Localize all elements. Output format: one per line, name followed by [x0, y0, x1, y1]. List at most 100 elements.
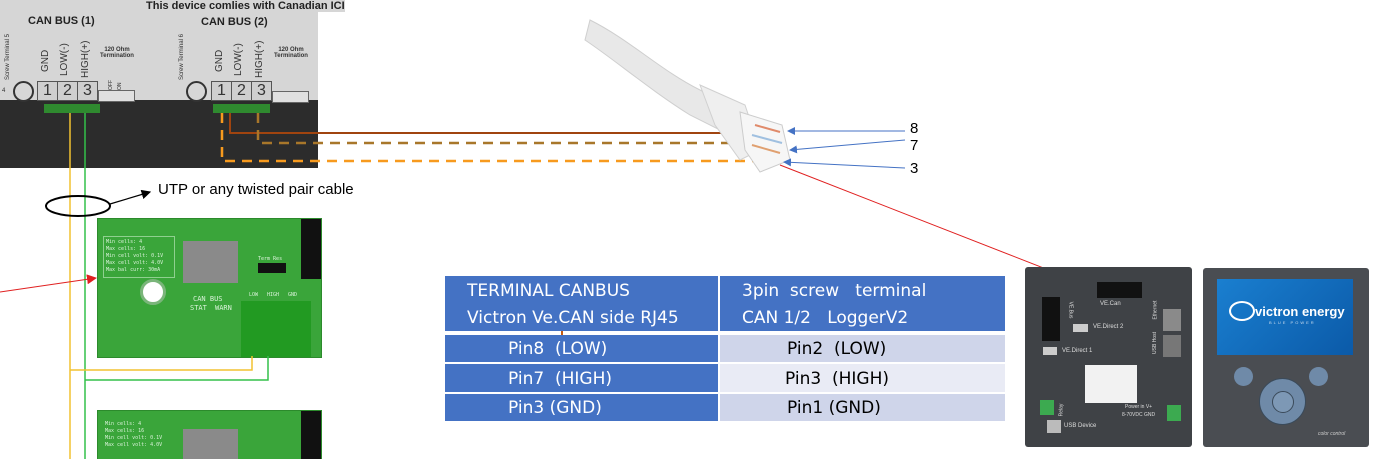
table-row-right: Pin1 (GND) [720, 394, 1005, 421]
ethernet-port[interactable] [1163, 309, 1181, 331]
cable-note: UTP or any twisted pair cable [158, 181, 354, 198]
bms-black-connector [301, 219, 321, 279]
direction-pad[interactable] [1259, 378, 1306, 425]
spec-line: Min cells: 4 [106, 239, 143, 245]
termination-label-2: 120 Ohm Termination [274, 47, 308, 59]
table-row-left: Pin8 (LOW) [445, 335, 718, 362]
red-arrow-vecan [779, 164, 1088, 287]
spec-line: Max bal curr: 30mA [106, 267, 161, 273]
term-res-label: Term Res [258, 256, 283, 262]
spec-line: Min cell volt: 0.1V [106, 253, 164, 259]
conn-high-label: HIGH [267, 292, 280, 298]
row-cell: Pin2 (LOW) [787, 339, 887, 359]
row-cell: Pin7 (HIGH) [508, 369, 613, 389]
conn-gnd-label: GND [288, 292, 298, 298]
screw-hole-2 [186, 81, 207, 102]
power-voltage-label: 8-70VDC GND [1122, 412, 1156, 418]
mount-hole [140, 279, 166, 305]
row-cell: Pin3 (GND) [508, 398, 602, 418]
stat-label: STAT [190, 304, 207, 312]
rj45-plug-image [584, 19, 791, 173]
warn-label: WARN [215, 304, 232, 312]
conn-low-label: LOW [249, 292, 259, 298]
screw-hole-1 [13, 81, 34, 102]
header-left-line2: Victron Ve.CAN side RJ45 [467, 308, 679, 328]
wire-gnd [220, 113, 760, 163]
brand-logo-text: victron energy [1255, 304, 1345, 319]
vebus-label: VE.Bus [1067, 301, 1074, 319]
wire-low [229, 113, 758, 134]
bms-spec-box: Min cells: 4 Max cells: 16 Min cell volt… [103, 236, 175, 278]
twisted-pair-marker [45, 195, 111, 217]
table-row-left: Pin3 (GND) [445, 394, 718, 421]
vedirect2-port[interactable] [1073, 324, 1088, 332]
vebus-port[interactable] [1042, 297, 1060, 341]
wire-high [256, 113, 760, 145]
bms-board-2: Min cells: 4 Max cells: 16 Min cell volt… [97, 410, 322, 459]
green-connector-1 [44, 104, 100, 113]
terminal-1: 1 [37, 81, 58, 101]
power-in-label: Power in V+ [1125, 404, 1153, 410]
terminal-3-bus2: 3 [251, 81, 272, 101]
terminal-3: 3 [77, 81, 98, 101]
spec-line: Max cell volt: 4.0V [105, 442, 163, 448]
vecan-label: VE.Can [1100, 301, 1121, 307]
spec-line: Max cells: 16 [105, 428, 145, 434]
spec-line: Min cells: 4 [105, 421, 142, 427]
rj45-pin-8-label: 8 [910, 120, 919, 137]
victron-logo-icon [1229, 301, 1255, 321]
vedirect1-port[interactable] [1043, 347, 1057, 355]
header-left-line1: TERMINAL CANBUS [467, 281, 630, 301]
can-bus-2-title: CAN BUS (2) [201, 16, 268, 28]
usb-host-label: USB Host [1151, 332, 1158, 354]
termination-switch-1 [98, 90, 135, 102]
vecan-port[interactable] [1097, 282, 1142, 298]
header-right-line2: CAN 1/2 LoggerV2 [742, 308, 909, 328]
row-cell: Pin1 (GND) [787, 398, 881, 418]
pin7-arrow [789, 139, 906, 154]
spec-line: Max cells: 16 [106, 246, 146, 252]
color-control-device: victron energy BLUE POWER color control [1203, 268, 1369, 447]
can-bus-1-title: CAN BUS (1) [28, 15, 95, 27]
relay-terminal [1040, 400, 1054, 415]
table-row-right: Pin2 (LOW) [720, 335, 1005, 362]
bms-specs: Min cells: 4 Max cells: 16 Min cell volt… [104, 237, 174, 276]
side-number: 4 [2, 88, 6, 94]
red-arrow-bms [0, 274, 97, 293]
termination-label-1: 120 Ohm Termination [100, 47, 134, 59]
usb-device-label: USB Device [1064, 423, 1097, 429]
table-header-left: TERMINAL CANBUS Victron Ve.CAN side RJ45 [445, 276, 718, 331]
color-control-screen: victron energy BLUE POWER [1217, 279, 1353, 355]
vedirect1-label: VE.Direct 1 [1062, 348, 1093, 354]
table-row-right: Pin3 (HIGH) [720, 364, 1005, 392]
serial-label-sticker [1085, 365, 1137, 403]
bms-can-connector [241, 301, 311, 357]
center-button[interactable] [1272, 391, 1294, 413]
left-button[interactable] [1234, 367, 1253, 386]
relay-label: Relay [1058, 403, 1065, 417]
usb-host-port[interactable] [1163, 335, 1181, 357]
rj45-pin-7-label: 7 [910, 137, 919, 154]
termination-switch-2 [272, 91, 309, 103]
compliance-notice: This device comlies with Canadian ICI [146, 0, 345, 12]
table-row-left: Pin7 (HIGH) [445, 364, 718, 392]
power-terminal [1167, 405, 1181, 421]
usb-device-port[interactable] [1047, 420, 1061, 433]
rj45-pin-3-label: 3 [910, 160, 919, 177]
bms-can-bus-label: CAN BUS [193, 295, 223, 303]
bms-black-connector [301, 411, 321, 459]
table-header-right: 3pin screw terminal CAN 1/2 LoggerV2 [720, 276, 1005, 331]
right-button[interactable] [1309, 367, 1328, 386]
row-cell: Pin8 (LOW) [508, 339, 608, 359]
pin3-arrow [783, 158, 906, 169]
chip [183, 241, 238, 283]
model-label: color control [1318, 431, 1346, 437]
term-res-jumper [258, 263, 286, 273]
cable-note-arrow [109, 189, 152, 205]
green-connector-2 [213, 104, 270, 113]
row-cell: Pin3 (HIGH) [785, 369, 890, 389]
spec-line: Max cell volt: 4.0V [106, 260, 164, 266]
bms-bus-wires [69, 113, 269, 459]
header-right-line1: 3pin screw terminal [742, 281, 927, 301]
